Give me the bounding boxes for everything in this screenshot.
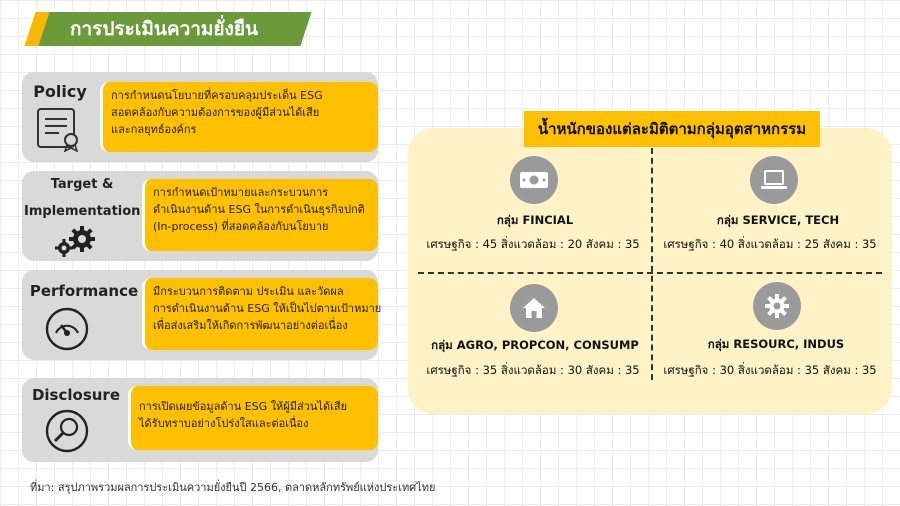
- criteria-row-policy: Policy การกำหนดนโยบายที่ครอบคลุมประเด็น …: [22, 72, 378, 164]
- criteria-row-disclosure: Disclosure การเปิดเผยข้อมูลด้าน ESG ให้ผ…: [22, 378, 378, 464]
- gauge-icon: [44, 306, 90, 356]
- weights-panel: [408, 128, 892, 414]
- description-line: ได้รับทราบอย่างโปร่งใสและต่อเนื่อง: [139, 417, 309, 430]
- description-line: เพื่อส่งเสริมให้เกิดการพัฒนาอย่างต่อเนื่…: [153, 319, 348, 332]
- weights-panel-title: น้ำหนักของแต่ละมิติตามกลุ่มอุตสาหกรรม: [524, 111, 820, 147]
- description-line: และกลยุทธ์องค์กร: [111, 123, 197, 136]
- description-line: ดำเนินงานด้าน ESG ในการดำเนินธุรกิจปกติ: [153, 203, 365, 216]
- criteria-label: Disclosure: [31, 386, 121, 404]
- criteria-description: การเปิดเผยข้อมูลด้าน ESG ให้ผู้มีส่วนได้…: [128, 386, 378, 450]
- house-icon: [510, 284, 558, 332]
- description-line: สอดคล้องกับความต้องการของผู้มีส่วนได้เสี…: [111, 106, 320, 119]
- magnifier-icon: [44, 408, 90, 458]
- industry-group-name: กลุ่ม RESOURC, INDUS: [707, 337, 845, 351]
- criteria-description: มีกระบวนการติดตาม ประเมิน และวัดผล การดำ…: [142, 278, 382, 350]
- industry-group-weights: เศรษฐกิจ : 40 สิ่งแวดล้อม : 25 สังคม : 3…: [663, 237, 877, 251]
- criteria-label: Policy: [33, 82, 87, 101]
- description-line: (In-process) ที่สอดคล้องกับนโยบาย: [153, 220, 329, 233]
- criteria-row-target: Target & Implementation การกำหนดเป้าหมาย…: [22, 171, 378, 263]
- criteria-row-performance: Performance มีกระบวนการติดตาม ประเมิน แล…: [22, 270, 382, 362]
- industry-group-weights: เศรษฐกิจ : 30 สิ่งแวดล้อม : 35 สังคม : 3…: [663, 363, 877, 377]
- gear-icon: [753, 282, 801, 330]
- horizontal-divider: [418, 272, 882, 274]
- industry-group-name: กลุ่ม AGRO, PROPCON, CONSUMP: [431, 338, 639, 352]
- industry-group-name: กลุ่ม FINCIAL: [496, 213, 574, 227]
- industry-group-name: กลุ่ม SERVICE, TECH: [716, 213, 840, 227]
- criteria-description: การกำหนดนโยบายที่ครอบคลุมประเด็น ESG สอด…: [100, 82, 378, 152]
- title-banner: การประเมินความยั่งยืน: [24, 12, 312, 46]
- criteria-label: Target &: [50, 177, 114, 192]
- description-line: การดำเนินงานด้าน ESG ให้เป็นไปตามเป้าหมา…: [153, 302, 382, 315]
- description-line: การกำหนดเป้าหมายและกระบวนการ: [153, 186, 329, 199]
- criteria-description: การกำหนดเป้าหมายและกระบวนการ ดำเนินงานด้…: [142, 179, 378, 251]
- certificate-document-icon: [35, 106, 83, 156]
- criteria-label: Implementation: [24, 204, 141, 219]
- page-title: การประเมินความยั่งยืน: [70, 18, 258, 40]
- criteria-label: Performance: [29, 282, 139, 300]
- description-line: มีกระบวนการติดตาม ประเมิน และวัดผล: [153, 285, 344, 298]
- source-note: ที่มา: สรุปภาพรวมผลการประเมินความยั่งยืน…: [30, 481, 436, 494]
- description-line: การเปิดเผยข้อมูลด้าน ESG ให้ผู้มีส่วนได้…: [139, 400, 348, 413]
- money-icon: [510, 156, 558, 204]
- industry-group-weights: เศรษฐกิจ : 45 สิ่งแวดล้อม : 20 สังคม : 3…: [426, 237, 640, 251]
- vertical-divider: [651, 148, 653, 380]
- industry-group-weights: เศรษฐกิจ : 35 สิ่งแวดล้อม : 30 สังคม : 3…: [426, 363, 640, 377]
- laptop-icon: [750, 156, 798, 204]
- gears-icon: [54, 225, 100, 261]
- description-line: การกำหนดนโยบายที่ครอบคลุมประเด็น ESG: [111, 89, 323, 102]
